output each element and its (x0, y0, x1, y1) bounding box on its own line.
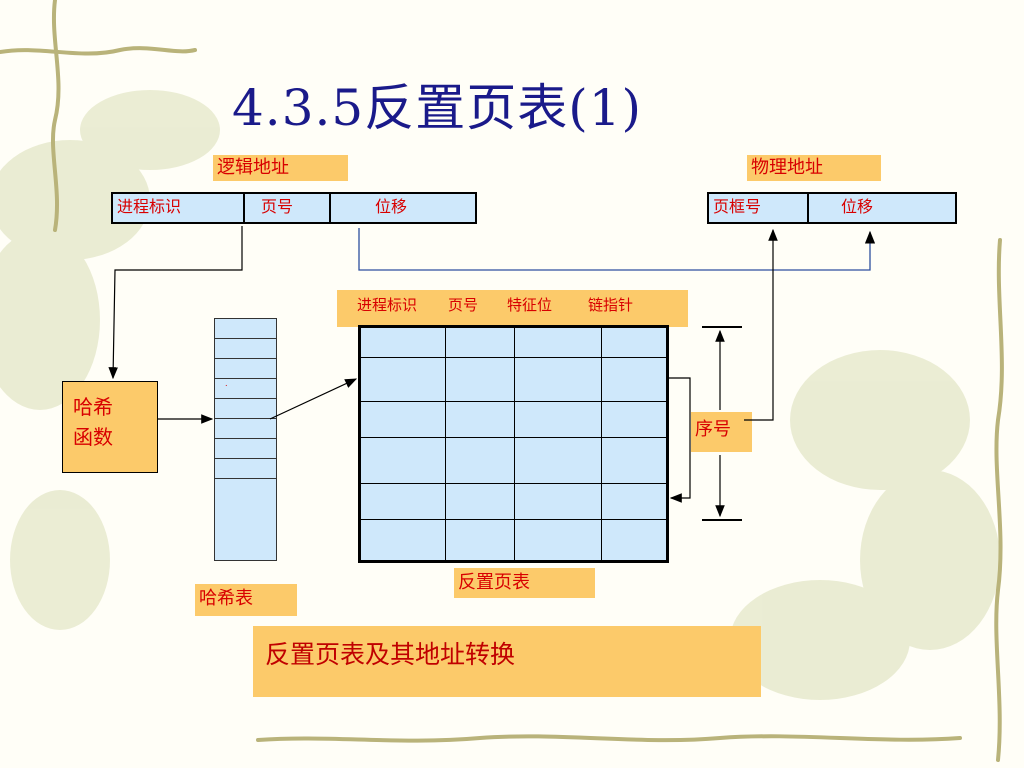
physical-address-register: 页框号 位移 (707, 192, 957, 224)
hash-function-label-line2: 函数 (73, 425, 113, 449)
physical-address-label: 物理地址 (747, 155, 881, 181)
physical-field-frame-number: 页框号 (713, 197, 762, 216)
column-process-id: 进程标识 (357, 296, 418, 314)
inverted-table-label: 反置页表 (454, 568, 595, 598)
table-row (360, 483, 667, 520)
logical-address-label: 逻辑地址 (213, 155, 348, 181)
table-row (360, 519, 667, 561)
hash-table-row (215, 419, 276, 439)
hash-table: . (214, 318, 277, 561)
column-feature-bits: 特征位 (507, 296, 553, 314)
table-row (360, 401, 667, 438)
hash-table-marker: . (225, 379, 228, 388)
hash-table-row: . (215, 379, 276, 399)
hash-table-to-ipt-arrow (269, 378, 358, 420)
hash-table-row (215, 459, 276, 479)
logical-field-offset: 位移 (329, 194, 475, 222)
diagram-caption: 反置页表及其地址转换 (253, 626, 761, 697)
hash-table-row (215, 399, 276, 419)
hash-table-label: 哈希表 (195, 584, 297, 616)
chain-pointer-loop-arrow (669, 377, 691, 503)
index-to-frame-arrow (744, 228, 778, 421)
column-page-number: 页号 (448, 296, 479, 314)
page-to-hash-arrow (108, 226, 243, 380)
index-label: 序号 (691, 412, 752, 452)
logical-field-page-number: 页号 (243, 194, 329, 222)
hash-function-box: 哈希 函数 (62, 381, 158, 473)
logical-address-register: 进程标识 页号 位移 (111, 192, 477, 224)
hash-table-row (215, 439, 276, 459)
page-title: 4.3.5反置页表(1) (232, 79, 643, 137)
hash-table-row (215, 319, 276, 339)
physical-field-offset: 位移 (807, 194, 955, 222)
offset-to-physical-arrow (358, 228, 876, 271)
hash-table-row (215, 359, 276, 379)
column-chain-pointer: 链指针 (588, 296, 634, 314)
inverted-table-header: 进程标识 页号 特征位 链指针 (337, 290, 688, 327)
inverted-page-table (358, 325, 669, 563)
table-row (360, 357, 667, 402)
logical-field-process-id: 进程标识 (117, 197, 182, 216)
hash-table-row (215, 339, 276, 359)
hash-function-label-line1: 哈希 (73, 395, 113, 419)
table-row (360, 437, 667, 484)
